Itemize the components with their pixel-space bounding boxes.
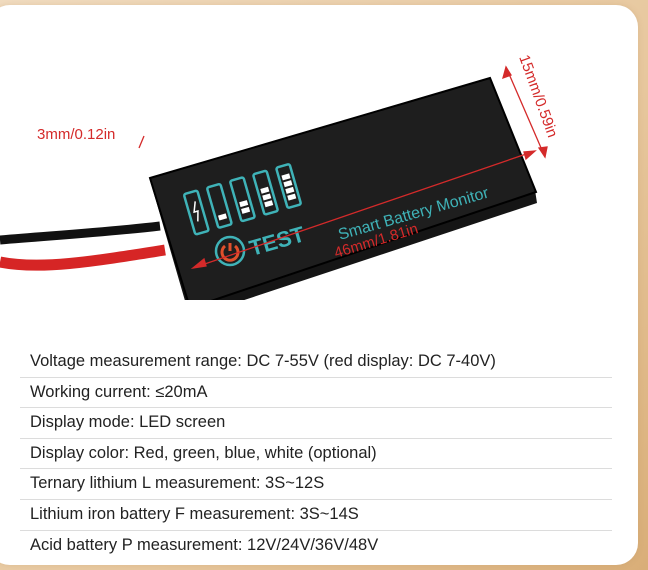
spec-row: Lithium iron battery F measurement: 3S~1… [20, 500, 612, 531]
spec-row: Ternary lithium L measurement: 3S~12S [20, 469, 612, 500]
spec-table: Voltage measurement range: DC 7-55V (red… [20, 347, 612, 560]
width-arrow [505, 66, 546, 158]
black-wire [0, 221, 161, 245]
width-label: 15mm/0.59in [515, 53, 561, 140]
battery-icon-2 [229, 176, 256, 223]
battery-icon-4 [275, 163, 302, 209]
spec-row: Display mode: LED screen [20, 408, 612, 439]
thickness-label: 3mm/0.12in [37, 126, 115, 143]
spec-row: Working current: ≤20mA [20, 378, 612, 409]
battery-icon-3 [252, 169, 279, 216]
thickness-arrow [138, 135, 145, 149]
battery-icon-1 [206, 182, 233, 229]
spec-row: Voltage measurement range: DC 7-55V (red… [20, 347, 612, 378]
product-card [0, 5, 638, 565]
red-wire [0, 244, 166, 271]
power-icon [220, 243, 240, 262]
device-body [148, 76, 538, 300]
spec-row: Display color: Red, green, blue, white (… [20, 439, 612, 470]
spec-row: Acid battery P measurement: 12V/24V/36V/… [30, 535, 379, 554]
battery-icon-charging [183, 189, 210, 236]
length-arrow [192, 150, 536, 269]
battery-level-icons [183, 163, 302, 236]
product-photo: TEST Smart Battery Monitor 3mm/0.12in 15… [0, 53, 561, 300]
